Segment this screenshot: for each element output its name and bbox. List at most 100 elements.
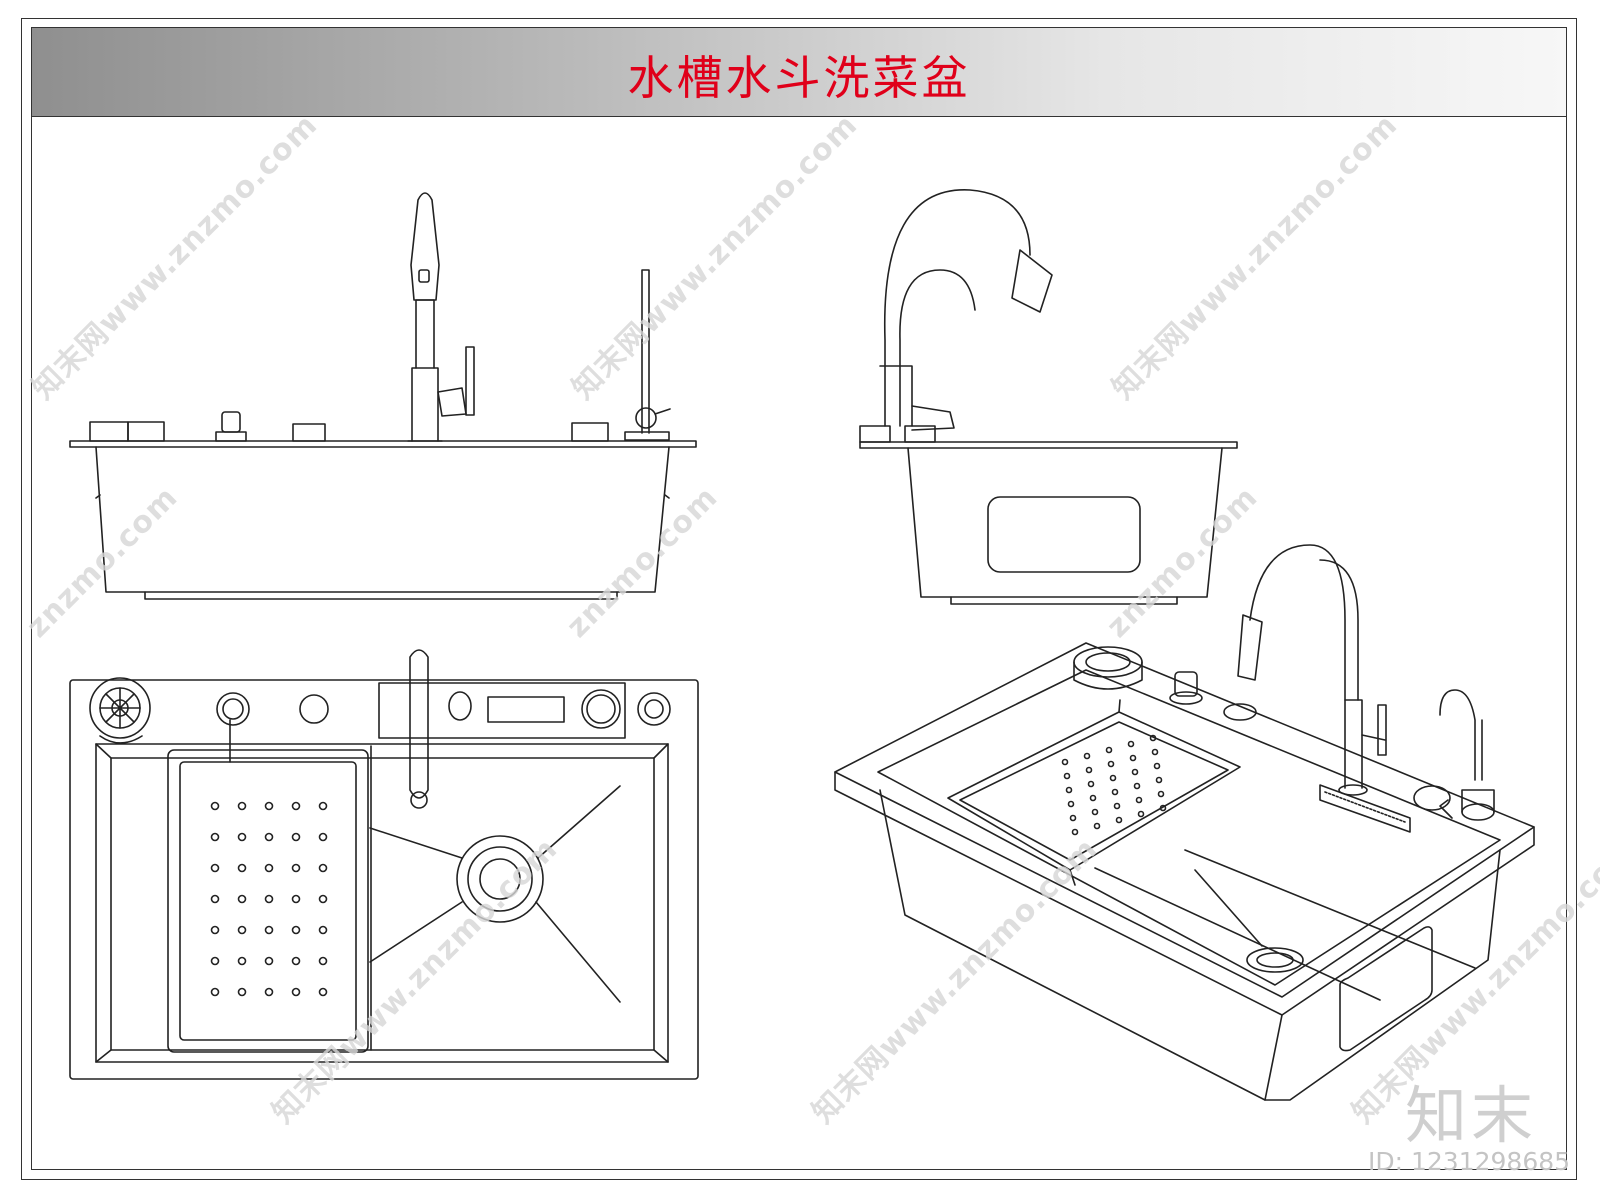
colander-hole <box>318 987 328 997</box>
colander-hole <box>210 956 220 966</box>
iso-colander-hole <box>1083 752 1091 760</box>
iso-colander-hole <box>1091 808 1099 816</box>
iso-colander-hole <box>1105 746 1113 754</box>
iso-overflow-panel <box>1339 926 1433 1052</box>
side-deck-rim <box>859 441 1238 449</box>
colander-hole <box>237 832 247 842</box>
iso-colander-hole <box>1063 772 1071 780</box>
colander-hole <box>291 987 301 997</box>
colander-hole <box>210 863 220 873</box>
plan-outer-deck <box>69 679 699 1080</box>
colander-hole <box>210 801 220 811</box>
iso-colander-hole <box>1129 754 1137 762</box>
iso-colander-hole <box>1069 814 1077 822</box>
plan-view <box>69 649 699 1080</box>
side-faucet-gooseneck <box>883 189 1031 427</box>
iso-colander-hole <box>1093 822 1101 830</box>
colander-hole <box>318 956 328 966</box>
iso-colander-hole <box>1071 828 1079 836</box>
plan-basin-outline <box>95 743 669 1063</box>
iso-colander-hole <box>1153 762 1161 770</box>
colander-hole <box>264 863 274 873</box>
iso-colander-hole <box>1065 786 1073 794</box>
plan-colander-holes <box>210 734 1167 997</box>
iso-colander-hole <box>1151 748 1159 756</box>
colander-hole <box>264 894 274 904</box>
side-elevation-view <box>859 189 1238 605</box>
colander-hole <box>264 987 274 997</box>
colander-hole <box>318 832 328 842</box>
colander-hole <box>237 894 247 904</box>
iso-colander-hole <box>1085 766 1093 774</box>
plan-display-panel <box>487 696 565 723</box>
iso-colander-hole <box>1089 794 1097 802</box>
colander-hole <box>210 832 220 842</box>
plan-control-strip <box>378 682 626 739</box>
inner-frame <box>31 27 1567 1170</box>
plan-cup-washer <box>89 677 151 739</box>
title-bar: 水槽水斗洗菜盆 <box>32 28 1566 117</box>
iso-faucet-body <box>1344 699 1363 789</box>
side-faucet-sprayhead <box>1011 249 1053 313</box>
colander-hole <box>210 894 220 904</box>
colander-hole <box>210 987 220 997</box>
colander-hole <box>264 925 274 935</box>
iso-colander-hole <box>1107 760 1115 768</box>
colander-hole <box>237 956 247 966</box>
iso-basin-body <box>879 789 1501 1101</box>
plan-faucet <box>409 649 429 799</box>
iso-faucet-sprayhead <box>1237 614 1263 681</box>
colander-hole <box>210 925 220 935</box>
isometric-view <box>834 544 1535 1101</box>
colander-hole <box>291 925 301 935</box>
page-title: 水槽水斗洗菜盆 <box>627 51 971 105</box>
front-elevation-view <box>69 192 697 600</box>
iso-colander-hole <box>1115 816 1123 824</box>
plan-colander <box>167 749 369 1053</box>
iso-colander-hole <box>1067 800 1075 808</box>
iso-colander-hole <box>1113 802 1121 810</box>
colander-hole <box>237 987 247 997</box>
colander-hole <box>291 894 301 904</box>
colander-hole <box>291 956 301 966</box>
iso-drain <box>1246 947 1304 973</box>
iso-colander-hole <box>1137 810 1145 818</box>
front-basin-body <box>95 446 670 593</box>
colander-hole <box>318 925 328 935</box>
colander-hole <box>237 925 247 935</box>
colander-hole <box>264 956 274 966</box>
side-overflow-panel <box>987 496 1141 573</box>
plan-soap-dispenser <box>216 692 250 726</box>
side-basin-body <box>907 447 1223 598</box>
iso-colander <box>947 711 1241 871</box>
iso-colander-hole <box>1157 790 1165 798</box>
front-faucet-head <box>410 192 440 301</box>
front-faucet-body <box>411 367 439 442</box>
iso-colander-hole <box>1133 782 1141 790</box>
colander-hole <box>318 863 328 873</box>
iso-colander-hole <box>1127 740 1135 748</box>
front-deck-rim <box>69 440 697 448</box>
colander-hole <box>237 863 247 873</box>
brand-logo: 知末 <box>1405 1079 1538 1152</box>
iso-colander-hole <box>1135 796 1143 804</box>
colander-hole <box>318 801 328 811</box>
colander-hole <box>264 832 274 842</box>
colander-hole <box>291 801 301 811</box>
iso-colander-hole <box>1111 788 1119 796</box>
outer-frame <box>21 18 1577 1180</box>
image-id: ID: 1231298685 <box>1368 1147 1571 1176</box>
iso-colander-hole <box>1155 776 1163 784</box>
colander-hole <box>318 894 328 904</box>
plan-drain <box>456 835 544 923</box>
colander-hole <box>291 863 301 873</box>
iso-colander-hole <box>1061 758 1069 766</box>
iso-display-strip <box>1319 784 1411 833</box>
colander-hole <box>237 801 247 811</box>
iso-colander-hole <box>1109 774 1117 782</box>
iso-colander-hole <box>1087 780 1095 788</box>
iso-colander-hole <box>1131 768 1139 776</box>
colander-hole <box>264 801 274 811</box>
colander-hole <box>291 832 301 842</box>
